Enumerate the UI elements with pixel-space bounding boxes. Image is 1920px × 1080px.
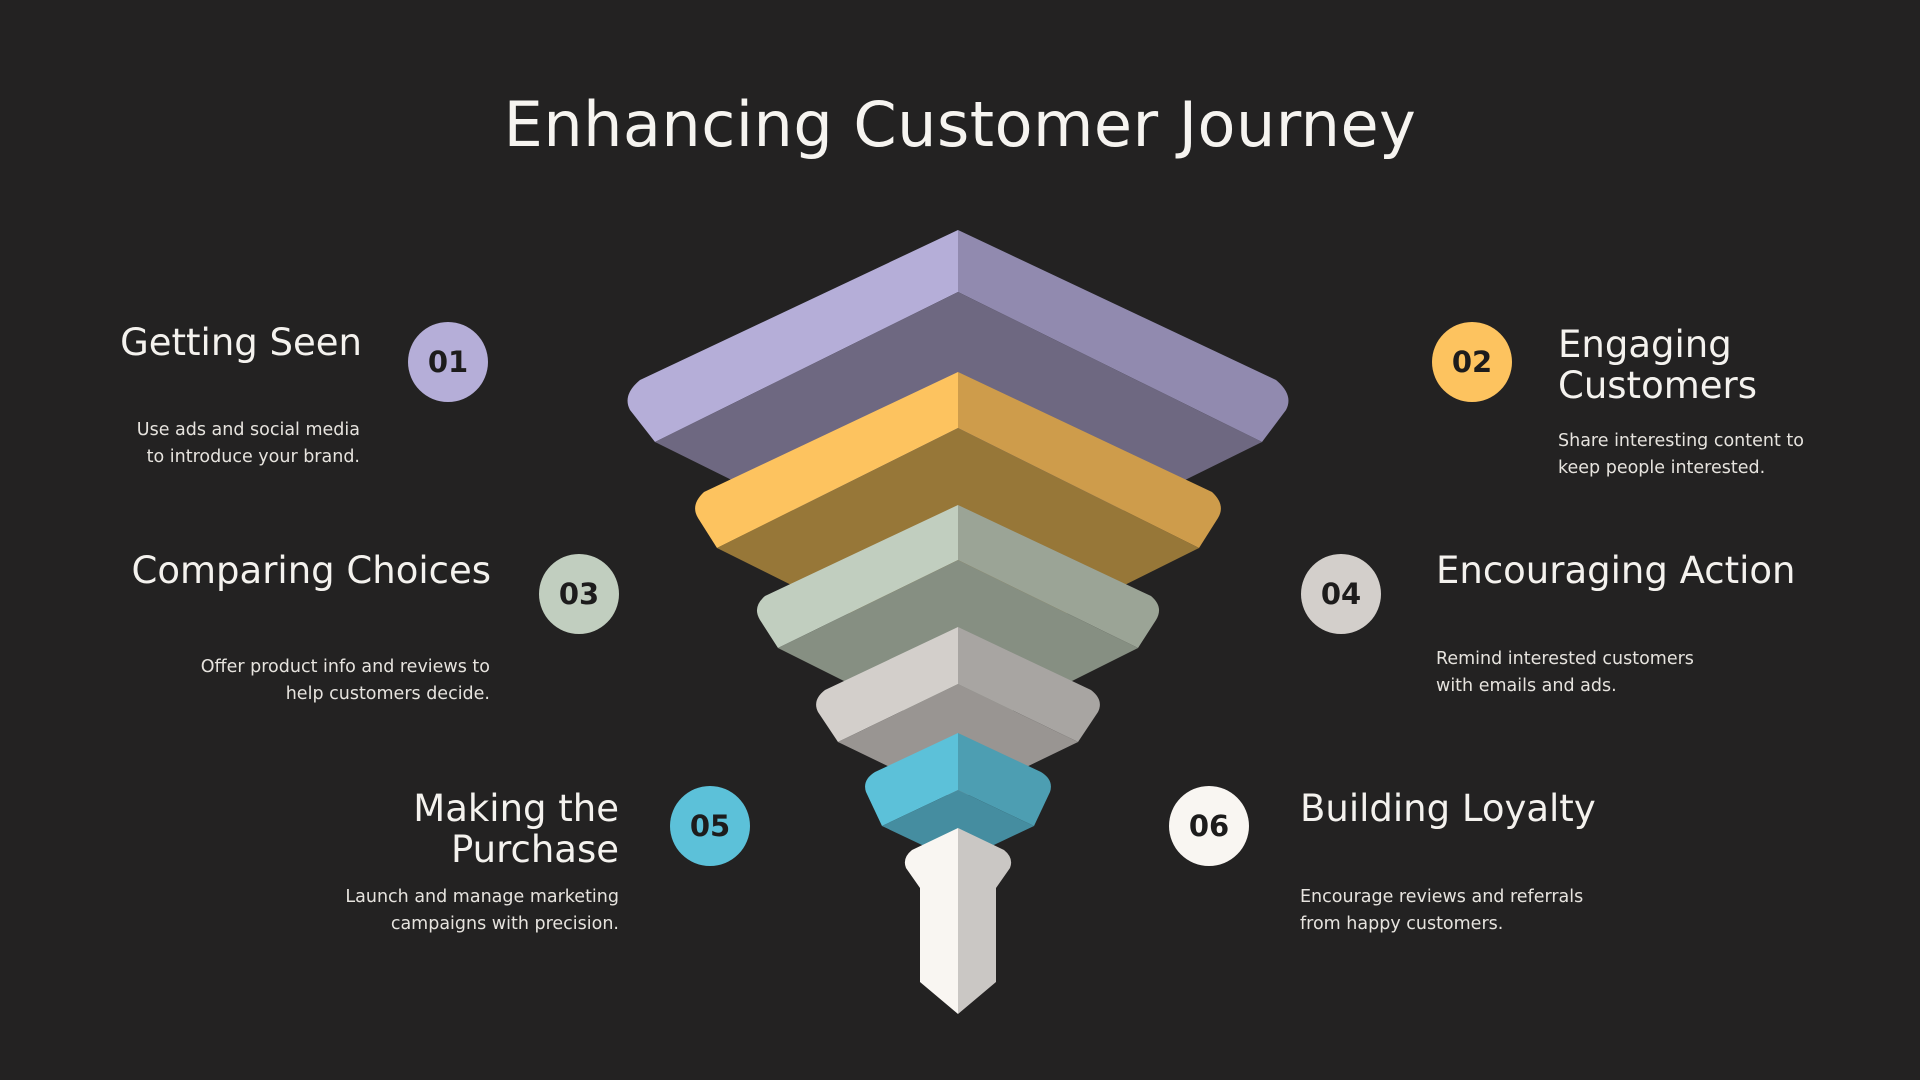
page-title: Enhancing Customer Journey (503, 88, 1417, 161)
funnel-layer-3-right-face (958, 505, 1160, 648)
funnel-layer-6 (904, 828, 1012, 1014)
funnel-layer-1-left-face (627, 230, 958, 442)
funnel-layer-5 (865, 733, 1051, 862)
funnel-layer-1-right-face (958, 230, 1289, 442)
step-description-03: Offer product info and reviews to help c… (200, 657, 490, 704)
funnel-layer-6-right-face (958, 828, 1012, 1014)
funnel-layer-5-bottom-face (882, 790, 1034, 862)
funnel-layer-4-left-face (816, 627, 958, 742)
step-badge-01: 01 (408, 322, 488, 402)
funnel-layer-2-right-face (958, 372, 1221, 548)
step-title-06: Building Loyalty (1300, 787, 1596, 830)
step-badge-05: 05 (670, 786, 750, 866)
step-title-03: Comparing Choices (131, 549, 491, 592)
funnel-layer-3-left-face (756, 505, 958, 648)
step-badge-04: 04 (1301, 554, 1381, 634)
step-description-04: Remind interested customers with emails … (1436, 649, 1694, 696)
step-badge-06: 06 (1169, 786, 1249, 866)
step-title-05: Making the Purchase (413, 787, 619, 871)
step-description-06: Encourage reviews and referrals from hap… (1300, 887, 1584, 934)
funnel-layer-5-right-face (958, 733, 1051, 826)
step-badge-02: 02 (1432, 322, 1512, 402)
step-description-02: Share interesting content to keep people… (1558, 431, 1804, 478)
funnel-layer-2-left-face (695, 372, 958, 548)
step-badge-03: 03 (539, 554, 619, 634)
funnel-layer-5-left-face (865, 733, 958, 826)
step-title-01: Getting Seen (120, 321, 362, 364)
step-title-02: Engaging Customers (1558, 323, 1758, 407)
step-description-01: Use ads and social media to introduce yo… (136, 420, 360, 467)
funnel-layer-6-left-face (904, 828, 958, 1014)
step-title-04: Encouraging Action (1436, 549, 1796, 592)
funnel-layer-4-right-face (958, 627, 1100, 742)
step-description-05: Launch and manage marketing campaigns wi… (345, 887, 619, 934)
